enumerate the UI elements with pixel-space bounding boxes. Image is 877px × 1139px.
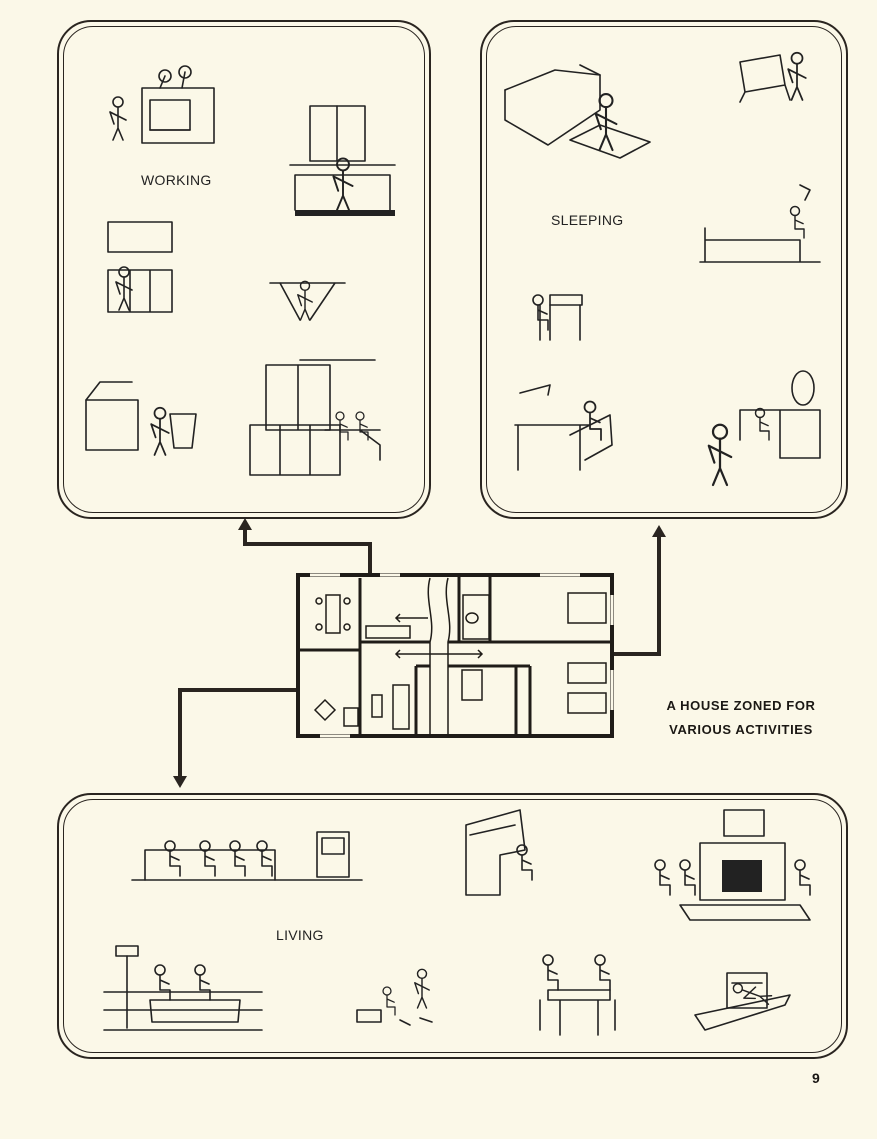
arrow-to-sleeping — [614, 525, 666, 656]
sleeping-illustrations — [504, 51, 821, 487]
family-by-fireplace-illustration — [654, 809, 811, 921]
working-zone-frame — [57, 20, 431, 519]
caption-line-1: A HOUSE ZONED FOR — [666, 698, 816, 713]
couple-playing-cards-illustration — [539, 954, 616, 1036]
arrow-to-working — [238, 518, 372, 573]
woman-at-kitchen-counter-illustration — [107, 221, 173, 313]
woman-at-washing-machine-illustration — [85, 381, 197, 456]
woman-at-crib-illustration — [739, 51, 807, 103]
person-relaxing-by-record-player-illustration — [694, 972, 791, 1031]
page-number: 9 — [812, 1070, 820, 1086]
woman-at-oven-illustration — [109, 65, 215, 144]
living-illustrations — [103, 809, 811, 1036]
caption-line-2: VARIOUS ACTIVITIES — [669, 722, 813, 737]
child-in-bed-illustration — [699, 184, 821, 263]
man-by-bed-illustration — [504, 64, 651, 159]
children-playing-illustration — [356, 968, 433, 1026]
arrow-to-living — [173, 688, 297, 788]
couple-reading-by-bookshelves-illustration — [103, 945, 263, 1031]
family-at-dinette-illustration — [249, 359, 381, 476]
sleeping-zone-label: SLEEPING — [551, 212, 624, 228]
living-zone-label: LIVING — [276, 927, 324, 943]
house-floor-plan — [296, 573, 614, 738]
living-zone-frame — [57, 793, 848, 1059]
working-illustrations — [85, 65, 396, 476]
person-at-writing-desk-illustration — [465, 809, 533, 896]
couple-at-dressing-table-illustration — [707, 370, 821, 487]
woman-ironing-illustration — [269, 280, 346, 321]
working-zone-label: WORKING — [141, 172, 212, 188]
person-at-sewing-table-illustration — [532, 294, 583, 341]
diagram-caption: A HOUSE ZONED FOR VARIOUS ACTIVITIES — [636, 694, 846, 742]
sleeping-zone-frame — [480, 20, 848, 519]
woman-at-kitchen-sink-illustration — [289, 105, 396, 216]
group-watching-television-illustration — [131, 831, 363, 881]
student-at-desk-illustration — [514, 384, 613, 471]
